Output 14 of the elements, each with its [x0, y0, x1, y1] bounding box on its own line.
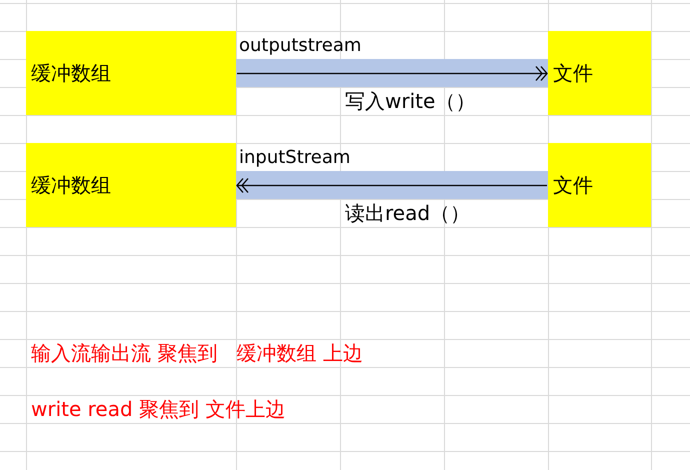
filled-box — [26, 143, 236, 227]
method-label: 写入write（） — [345, 89, 476, 113]
box-label: 文件 — [553, 61, 593, 85]
filled-box — [26, 31, 236, 115]
filled-box — [548, 143, 651, 227]
note-text: 输入流输出流 聚焦到 缓冲数组 上边 — [31, 341, 363, 365]
filled-box — [548, 31, 651, 115]
box-label: 缓冲数组 — [31, 61, 111, 85]
box-label: 文件 — [553, 173, 593, 197]
box-label: 缓冲数组 — [31, 173, 111, 197]
note-text: write read 聚焦到 文件上边 — [31, 397, 286, 421]
method-label: 读出read（） — [345, 201, 470, 225]
edge-label: inputStream — [239, 146, 350, 170]
edge-label: outputstream — [239, 34, 362, 58]
